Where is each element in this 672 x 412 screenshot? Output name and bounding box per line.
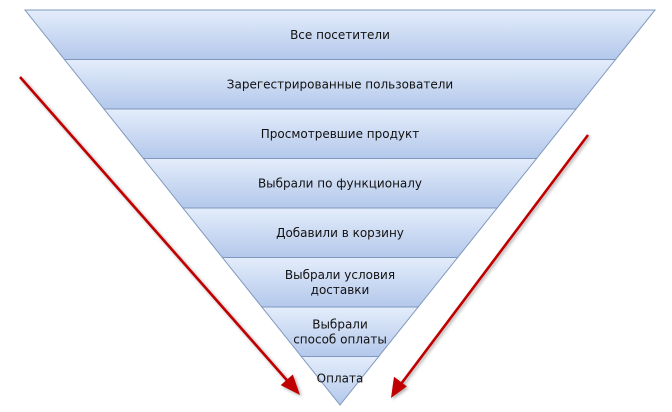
funnel-stage-label-3: Просмотревшие продукт [261,127,419,141]
funnel-band-8 [300,356,380,406]
funnel-stage-label-7-line-1: Выбрали [312,317,368,331]
right-down-arrow [391,134,590,398]
funnel-stage-label-6-line-1: Выбрали условия [285,268,395,282]
left-down-arrow [19,76,300,395]
funnel-stage-label-4: Выбрали по функционалу [258,176,422,190]
funnel-stage-label-5: Добавили в корзину [276,226,404,240]
funnel-bands [23,9,657,406]
funnel-stage-label-1: Все посетители [290,28,390,42]
funnel-stage-label-2: Зарегестрированные пользователи [227,77,453,91]
funnel-stage-label-7-line-2: способ оплаты [293,332,387,346]
funnel-stage-label-8: Оплата [317,372,364,386]
funnel-stage-label-6-line-2: доставки [311,283,370,297]
